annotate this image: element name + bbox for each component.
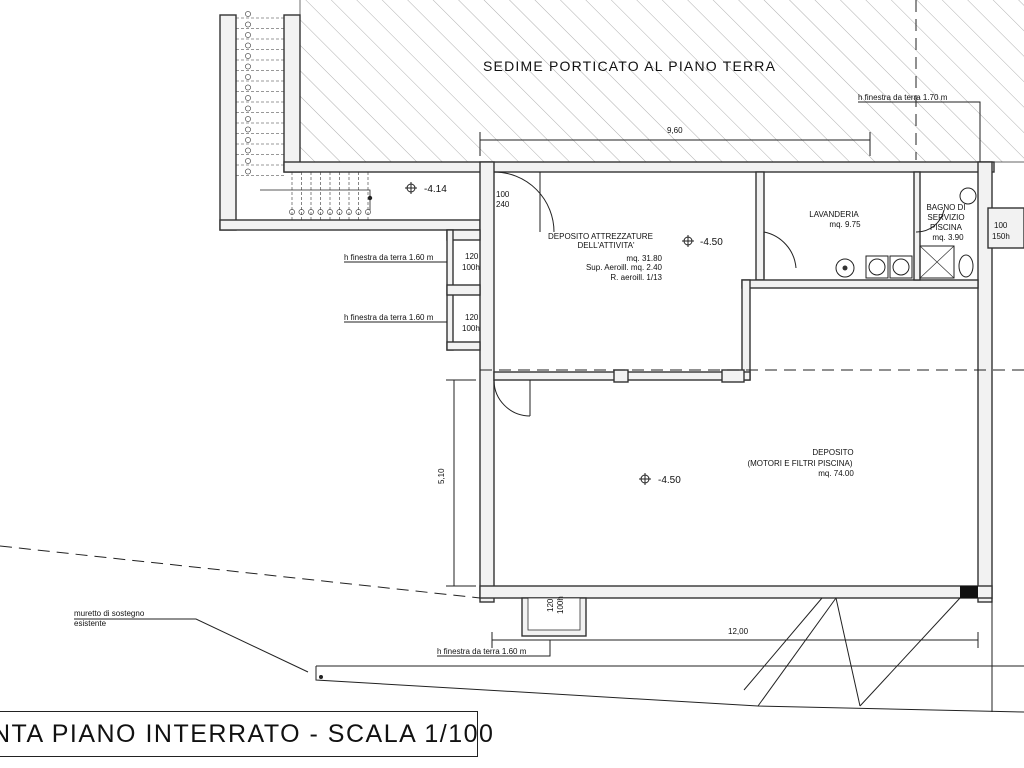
stair-step-marker [245, 95, 251, 101]
stair-step-marker [245, 147, 251, 154]
stair-step-marker [245, 53, 251, 59]
stair-direction-dot [367, 195, 373, 201]
door-stair-width: 100 [496, 190, 510, 199]
porch-label: SEDIME PORTICATO AL PIANO TERRA [483, 58, 776, 74]
stair-step-marker [245, 126, 251, 133]
stair-step-marker [245, 21, 251, 28]
room-deposito-sub: (MOTORI E FILTRI PISCINA) [747, 459, 852, 468]
dimension-width-bottom: 12,00 [728, 627, 749, 636]
porch-hatched-area [300, 0, 1024, 162]
stair-step-marker [346, 209, 352, 215]
stair-direction-arrow [260, 189, 371, 210]
stair-step-marker [245, 63, 251, 70]
retaining-wall-label-1: muretto di sostegno [74, 609, 145, 618]
sanitary-fixtures [835, 187, 977, 279]
stair-step-marker [365, 209, 371, 215]
window-note-left-2: h finestra da terra 1.60 m [344, 313, 434, 322]
room-lavanderia-area: mq. 9.75 [829, 220, 861, 229]
dimension-top [479, 132, 871, 156]
window-bottom-height: 100h [556, 596, 565, 614]
level-attrezzature: -4.50 [700, 237, 723, 248]
room-deposito-area: mq. 74.00 [818, 469, 854, 478]
door-stair-height: 240 [496, 200, 510, 209]
window-right-width: 100 [994, 221, 1008, 230]
stair-step-marker [245, 158, 251, 164]
room-attrezzature-area: mq. 31.80 [626, 254, 662, 263]
room-attrezzature-ratio: R. aeroill. 1/13 [610, 273, 662, 282]
room-bagno-name-2: SERVIZIO [927, 213, 964, 222]
level-stair: -4.14 [424, 184, 447, 195]
level-deposito: -4.50 [658, 475, 681, 486]
title-block: NTA PIANO INTERRATO - SCALA 1/100 [0, 711, 493, 757]
window-left2-height: 100h [462, 324, 480, 333]
level-marker-stair [405, 182, 417, 194]
stair-step-marker [245, 84, 251, 91]
stair-step-marker [336, 209, 343, 215]
stair-step-marker [245, 11, 251, 17]
level-marker-attrezzature [682, 235, 694, 247]
level-marker-deposito [639, 473, 651, 485]
window-note-left-1: h finestra da terra 1.60 m [344, 253, 434, 262]
stair-step-marker [317, 209, 324, 215]
stair-step-marker [245, 116, 251, 122]
stair-treads [236, 11, 373, 220]
stair-walls [219, 14, 995, 603]
stair-step-marker [355, 209, 362, 215]
room-attrezzature-name-1: DEPOSITO ATTREZZATURE [548, 232, 653, 241]
room-bagno-area: mq. 3.90 [932, 233, 964, 242]
dimension-width-top: 9,60 [667, 126, 683, 135]
stair-step-marker [245, 74, 251, 80]
room-bagno-name-1: BAGNO DI [926, 203, 965, 212]
window-note-top-right: h finestra da terra 1.70 m [858, 93, 948, 102]
window-right-height: 150h [992, 232, 1010, 241]
room-attrezzature-sup: Sup. Aeroill. mq. 2.40 [586, 263, 663, 272]
room-attrezzature-name-2: DELL'ATTIVITA' [578, 241, 635, 250]
stair-step-marker [289, 209, 295, 215]
stair-step-marker [245, 168, 251, 175]
dimension-height-left: 5,10 [437, 468, 446, 484]
stair-step-marker [245, 105, 251, 112]
title-block-text: NTA PIANO INTERRATO - SCALA 1/100 [0, 720, 495, 748]
room-bagno-name-3: PISCINA [930, 223, 963, 232]
stair-step-marker [327, 209, 333, 215]
stair-step-marker [245, 32, 251, 38]
stair-step-marker [245, 137, 251, 143]
window-left1-height: 100h [462, 263, 480, 272]
room-deposito-name: DEPOSITO [812, 448, 853, 457]
window-left2-width: 120 [465, 313, 479, 322]
stair-step-marker [298, 209, 305, 215]
stair-step-marker [245, 42, 251, 49]
window-note-bottom: h finestra da terra 1.60 m [437, 647, 527, 656]
window-left1-width: 120 [465, 252, 479, 261]
stair-step-marker [308, 209, 314, 215]
window-bottom-width: 120 [546, 598, 555, 612]
retaining-wall-label-2: esistente [74, 619, 107, 628]
dimension-left [446, 379, 476, 587]
dimension-bottom [491, 632, 979, 648]
room-lavanderia-name: LAVANDERIA [809, 210, 859, 219]
